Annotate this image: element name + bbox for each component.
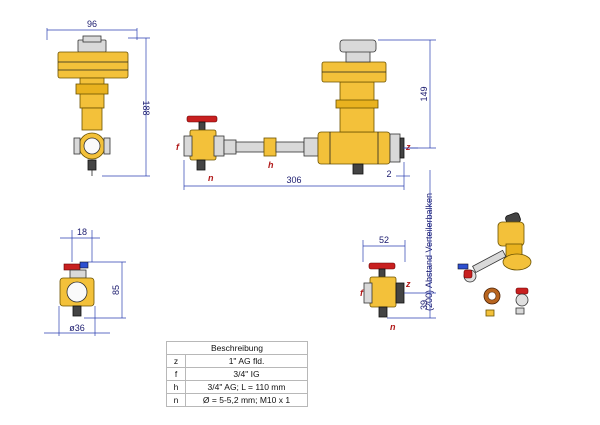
label-z-bottom: z xyxy=(405,279,411,289)
table-row: h 3/4" AG; L = 110 mm xyxy=(166,380,308,394)
dim-label-dia36: ø36 xyxy=(69,323,85,333)
spec-value: 1" AG fld. xyxy=(185,354,308,368)
spec-key: n xyxy=(166,393,186,407)
dimension-2: 2 xyxy=(386,169,410,179)
dimension-188: 188 xyxy=(102,37,151,177)
dimension-149: 149 xyxy=(378,39,436,149)
dim-label-85: 85 xyxy=(111,285,121,295)
product-3d-illustration xyxy=(457,212,532,317)
dimension-dia36: ø36 xyxy=(44,306,110,336)
spec-key: f xyxy=(166,367,186,381)
spec-table-header: Beschreibung xyxy=(166,341,308,355)
spec-value: 3/4" IG xyxy=(185,367,308,381)
label-f-top: f xyxy=(176,142,180,152)
label-f-bottom: f xyxy=(360,288,364,298)
dim-label-18: 18 xyxy=(77,227,87,237)
spec-value: Ø = 5-5,2 mm; M10 x 1 xyxy=(185,393,308,407)
dim-label-96: 96 xyxy=(87,19,97,29)
dim-label-52: 52 xyxy=(379,235,389,245)
dim-label-306: 306 xyxy=(286,175,301,185)
spec-key: z xyxy=(166,354,186,368)
dim-label-39: 39 xyxy=(419,300,429,310)
ball-valve-side-view xyxy=(59,261,95,317)
side-view-valve xyxy=(57,35,129,176)
dimension-39: 39 xyxy=(387,292,436,319)
dim-label-2: 2 xyxy=(386,169,391,179)
dimension-306: 306 xyxy=(183,160,405,190)
table-row: z 1" AG fld. xyxy=(166,354,308,368)
specification-table: Beschreibung z 1" AG fld. f 3/4" IG h 3/… xyxy=(166,341,308,407)
dim-label-149: 149 xyxy=(419,86,429,101)
table-row: n Ø = 5-5,2 mm; M10 x 1 xyxy=(166,393,308,407)
assembly-front-view xyxy=(183,39,405,175)
table-row: f 3/4" IG xyxy=(166,367,308,381)
vertical-note-abstand: (200) Abstand Verteilerbalken xyxy=(424,193,434,311)
label-n-top: n xyxy=(208,173,214,183)
spec-table-header-row: Beschreibung xyxy=(166,341,308,355)
label-n-bottom: n xyxy=(390,322,396,332)
spec-value: 3/4" AG; L = 110 mm xyxy=(185,380,308,394)
spec-key: h xyxy=(166,380,186,394)
label-z-top: z xyxy=(405,142,411,152)
dimension-85: 85 xyxy=(84,261,126,319)
dim-label-188: 188 xyxy=(141,100,151,115)
dimension-18: 18 xyxy=(60,227,100,262)
label-h-top: h xyxy=(268,160,274,170)
dimension-52: 52 xyxy=(362,235,406,262)
ball-valve-front-view xyxy=(363,262,405,318)
